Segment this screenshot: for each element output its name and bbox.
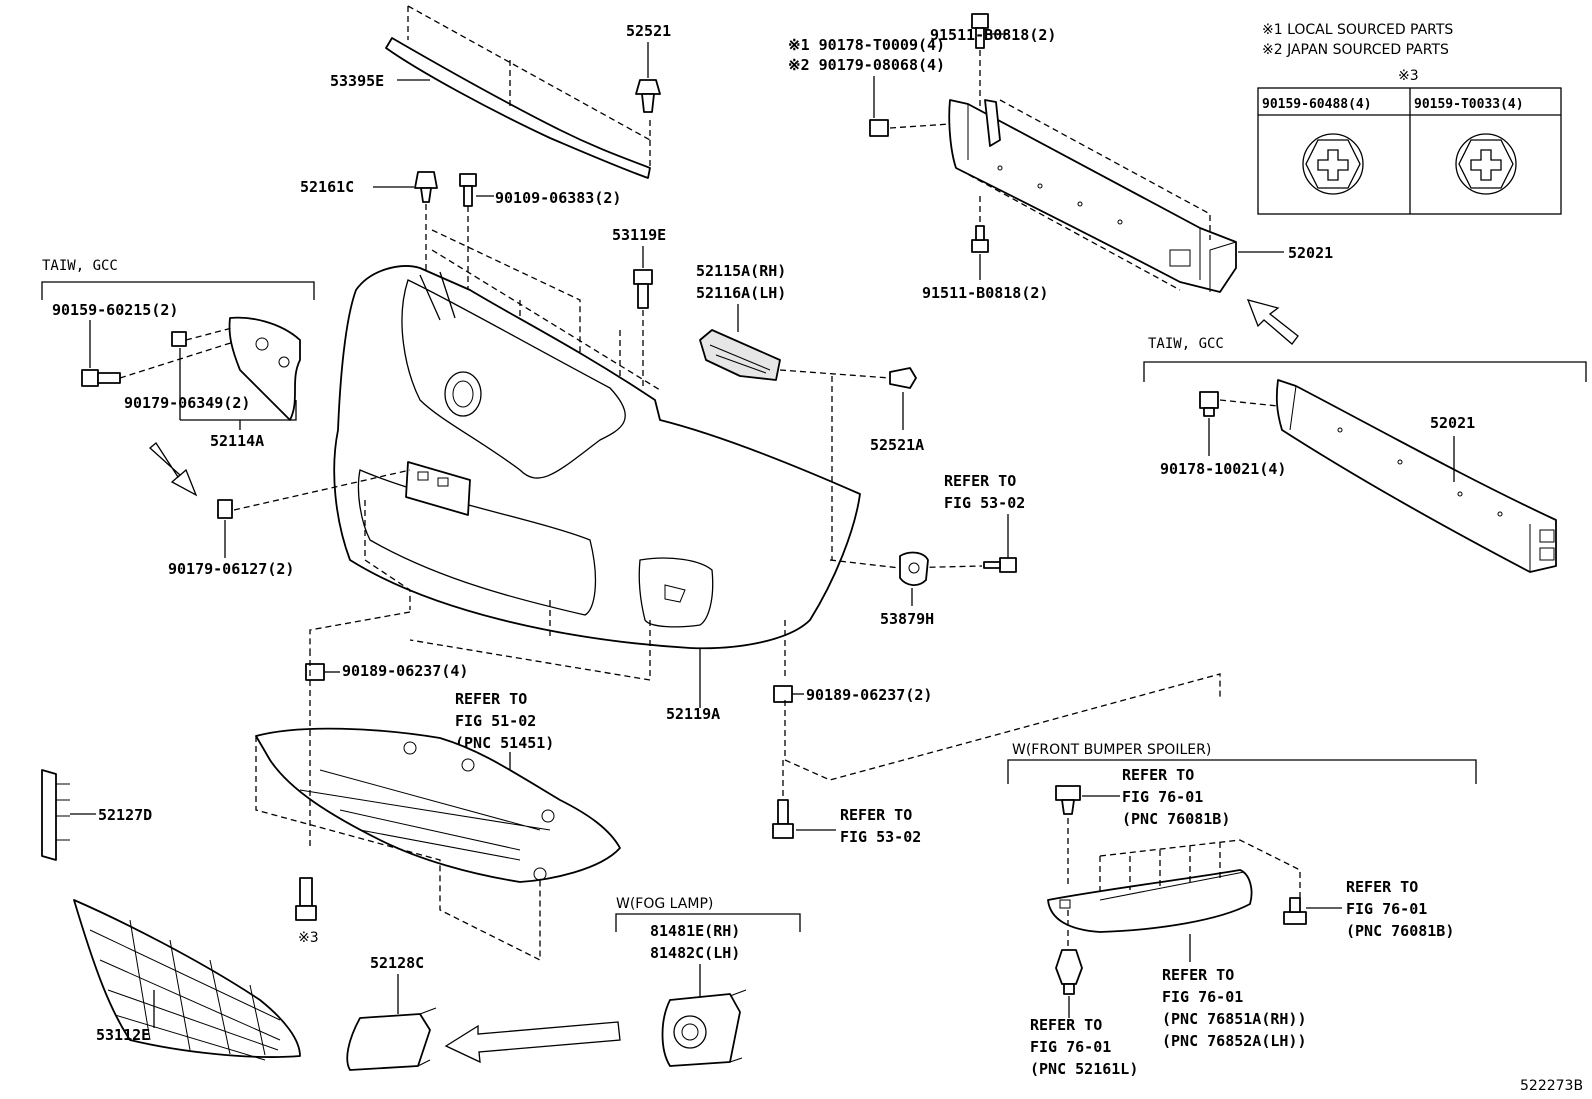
refer-fig-76-01-c-3: (PNC 76851A(RH)) xyxy=(1162,1010,1307,1028)
refer-fig-51-02-3: (PNC 51451) xyxy=(455,734,554,752)
direction-arrow-icon xyxy=(1246,299,1299,345)
label-52116a-lh: 52116A(LH) xyxy=(696,284,786,302)
label-52021-bottom: 52021 xyxy=(1430,414,1475,432)
refer-fig-76-01-b-2: FIG 76-01 xyxy=(1346,900,1427,918)
screw-90109-icon xyxy=(459,173,477,207)
reinforcement-52021-top-icon xyxy=(948,99,1237,293)
clip-52521-icon xyxy=(635,79,661,113)
refer-fig-51-02-2: FIG 51-02 xyxy=(455,712,536,730)
part-52128c-icon xyxy=(346,1007,437,1071)
bolt-91511-top-icon xyxy=(971,13,989,49)
label-90178-10021: 90178-10021(4) xyxy=(1160,460,1286,478)
label-91511-b0818-bottom: 91511-B0818(2) xyxy=(922,284,1048,302)
legend-note-2: ※2 JAPAN SOURCED PARTS xyxy=(1262,42,1449,58)
legend-table-left: 90159-60488(4) xyxy=(1262,97,1372,112)
nut-90189-right-icon xyxy=(773,685,793,703)
label-taiw-gcc-right: TAIW, GCC xyxy=(1148,336,1224,352)
direction-arrow-icon xyxy=(444,1021,621,1064)
label-front-bumper-spoiler: W(FRONT BUMPER SPOILER) xyxy=(1012,742,1211,758)
label-90189-06237-left: 90189-06237(4) xyxy=(342,662,468,680)
label-90179-06127: 90179-06127(2) xyxy=(168,560,294,578)
figure-code: 522273B xyxy=(1520,1078,1583,1094)
grille-53112e-icon xyxy=(73,899,301,1061)
label-note3-bolt: ※3 xyxy=(298,930,319,946)
label-52521a: 52521A xyxy=(870,436,924,454)
clip-76081b-top-icon xyxy=(1055,785,1081,815)
label-53119e: 53119E xyxy=(612,226,666,244)
label-note2-90179: ※2 90179-08068(4) xyxy=(788,56,945,74)
phillips-screw-icon xyxy=(1455,133,1517,195)
label-52119a: 52119A xyxy=(666,705,720,723)
refer-fig-76-01-c-1: REFER TO xyxy=(1162,966,1234,984)
bracket-53879h-icon xyxy=(899,551,929,586)
label-81482c-lh: 81482C(LH) xyxy=(650,944,740,962)
label-note1-90178: ※1 90178-T0009(4) xyxy=(788,36,945,54)
refer-fig-76-01-a-1: REFER TO xyxy=(1122,766,1194,784)
label-90109-06383: 90109-06383(2) xyxy=(495,189,621,207)
part-53395e-strip xyxy=(385,5,651,179)
label-53112e: 53112E xyxy=(96,1026,150,1044)
bracket-52115a-icon xyxy=(699,329,781,381)
fog-lamp-cover-icon xyxy=(661,989,747,1067)
direction-arrow-icon xyxy=(149,442,198,497)
refer-fig-76-01-c-4: (PNC 76852A(LH)) xyxy=(1162,1032,1307,1050)
bolt-fig-53-02-lower-icon xyxy=(772,799,794,839)
nut-90189-left-icon xyxy=(305,663,325,681)
nut-90178-icon xyxy=(869,119,889,137)
clip-90179-06349-icon xyxy=(171,331,187,347)
refer-fig-76-01-c-2: FIG 76-01 xyxy=(1162,988,1243,1006)
label-52115a-rh: 52115A(RH) xyxy=(696,262,786,280)
refer-fig-53-02-upper-1: REFER TO xyxy=(944,472,1016,490)
bumper-cover-52119a xyxy=(333,265,861,650)
nut-90179-06127-icon xyxy=(217,499,233,519)
bolt-91511-bot-icon xyxy=(971,225,989,253)
refer-fig-76-01-d-2: FIG 76-01 xyxy=(1030,1038,1111,1056)
label-91511-b0818-top: 91511-B0818(2) xyxy=(930,26,1056,44)
label-52128c: 52128C xyxy=(370,954,424,972)
clip-52161c-icon xyxy=(414,171,438,203)
legend-table-right: 90159-T0033(4) xyxy=(1414,97,1524,112)
label-52161c: 52161C xyxy=(300,178,354,196)
label-90179-06349: 90179-06349(2) xyxy=(124,394,250,412)
reinforcement-52021-bottom-icon xyxy=(1275,379,1557,573)
label-90189-06237-right: 90189-06237(2) xyxy=(806,686,932,704)
clip-76081b-right-icon xyxy=(1283,897,1307,925)
label-81481e-rh: 81481E(RH) xyxy=(650,922,740,940)
label-53395e: 53395E xyxy=(330,72,384,90)
clip-52161l-icon xyxy=(1055,949,1083,995)
label-90159-60215: 90159-60215(2) xyxy=(52,301,178,319)
label-52521: 52521 xyxy=(626,22,671,40)
refer-fig-76-01-a-2: FIG 76-01 xyxy=(1122,788,1203,806)
spoiler-icon xyxy=(1047,869,1253,933)
refer-fig-53-02-lower-2: FIG 53-02 xyxy=(840,828,921,846)
part-52127d-icon xyxy=(41,769,70,861)
refer-fig-51-02-1: REFER TO xyxy=(455,690,527,708)
legend-note-3: ※3 xyxy=(1398,68,1419,84)
label-fog-lamp: W(FOG LAMP) xyxy=(616,896,713,912)
refer-fig-76-01-d-3: (PNC 52161L) xyxy=(1030,1060,1138,1078)
bolt-note3-icon xyxy=(295,877,317,921)
clip-52521a-icon xyxy=(889,367,917,389)
refer-fig-53-02-lower-1: REFER TO xyxy=(840,806,912,824)
bolt-90159-60215-icon xyxy=(81,369,121,387)
legend: ※1 LOCAL SOURCED PARTS ※2 JAPAN SOURCED … xyxy=(1257,22,1562,215)
refer-fig-76-01-b-3: (PNC 76081B) xyxy=(1346,922,1454,940)
bolt-53119e-icon xyxy=(633,269,653,309)
nut-90178-10021-icon xyxy=(1199,391,1219,417)
label-52114a: 52114A xyxy=(210,432,264,450)
refer-fig-76-01-d-1: REFER TO xyxy=(1030,1016,1102,1034)
refer-fig-76-01-b-1: REFER TO xyxy=(1346,878,1418,896)
label-53879h: 53879H xyxy=(880,610,934,628)
under-cover-icon xyxy=(255,727,621,883)
screw-fig-53-02-icon xyxy=(983,557,1017,573)
label-52021-top: 52021 xyxy=(1288,244,1333,262)
phillips-screw-icon xyxy=(1302,133,1364,195)
refer-fig-53-02-upper-2: FIG 53-02 xyxy=(944,494,1025,512)
refer-fig-76-01-a-3: (PNC 76081B) xyxy=(1122,810,1230,828)
label-52127d: 52127D xyxy=(98,806,152,824)
label-taiw-gcc-left: TAIW, GCC xyxy=(42,258,118,274)
legend-note-1: ※1 LOCAL SOURCED PARTS xyxy=(1262,22,1453,38)
